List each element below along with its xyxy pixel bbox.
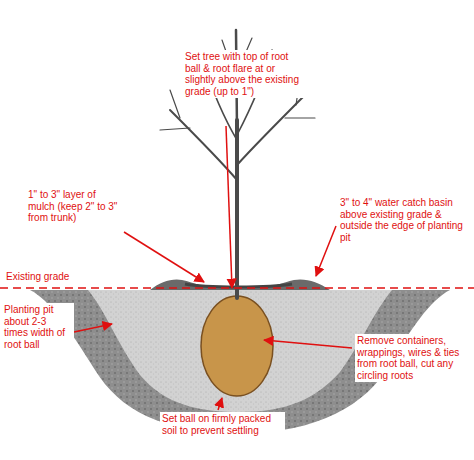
settle-note: Set ball on firmly packed soil to preven… [160, 412, 285, 437]
backfill [88, 290, 392, 412]
basin-note: 3" to 4" water catch basin above existin… [338, 196, 468, 244]
leader-arrows [74, 126, 352, 410]
grade-line [0, 287, 474, 289]
root-ball [201, 296, 273, 396]
pit-note: Planting pit about 2-3 times width of ro… [2, 303, 74, 351]
mulch-note: 1" to 3" layer of mulch (keep 2" to 3" f… [26, 188, 126, 225]
remove-note: Remove containers, wrappings, wires & ti… [355, 334, 470, 382]
grade-label: Existing grade [4, 270, 94, 284]
planting-note: Set tree with top of root ball & root fl… [183, 50, 308, 98]
tree [160, 30, 315, 298]
